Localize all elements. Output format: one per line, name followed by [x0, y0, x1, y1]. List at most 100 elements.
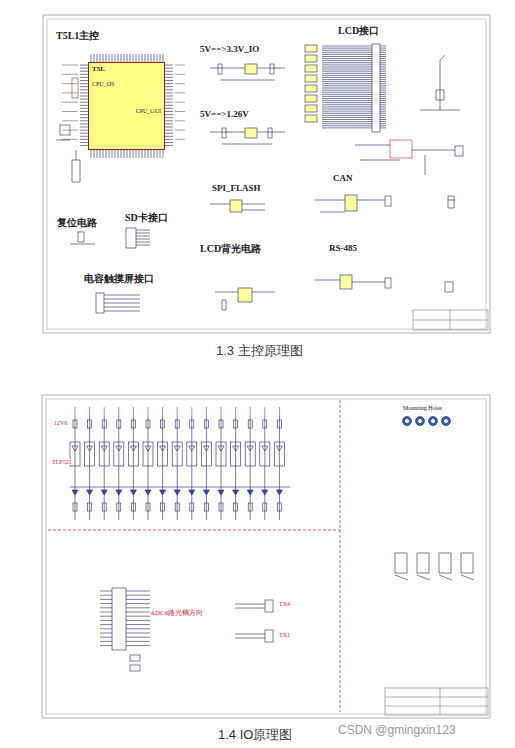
wire	[151, 150, 152, 158]
wire	[75, 407, 76, 415]
component	[73, 503, 77, 511]
section-title: 5V==>3.3V_IO	[200, 45, 259, 54]
component	[73, 420, 77, 428]
wire	[380, 71, 386, 72]
wire	[417, 575, 430, 580]
wire	[322, 96, 372, 97]
wire	[160, 54, 161, 62]
section-title: Mounting Holes	[403, 405, 442, 411]
wire	[62, 83, 78, 84]
wire	[80, 71, 88, 72]
wire	[380, 115, 386, 116]
wire	[322, 90, 372, 91]
wire	[322, 115, 372, 116]
wire	[322, 52, 372, 53]
wire	[80, 83, 88, 84]
wire	[142, 150, 143, 158]
wire	[380, 96, 386, 97]
component	[175, 420, 179, 428]
component	[161, 420, 165, 428]
component	[265, 630, 273, 642]
wire	[80, 65, 88, 66]
wire	[154, 150, 155, 158]
wire	[165, 127, 173, 128]
wire	[148, 415, 149, 520]
component	[263, 420, 267, 428]
wire	[242, 210, 265, 211]
component	[263, 503, 267, 511]
wire	[100, 599, 112, 600]
wire	[121, 54, 122, 62]
wire	[80, 136, 88, 137]
wire	[165, 77, 173, 78]
wire	[163, 150, 164, 158]
wire	[100, 641, 112, 642]
component	[238, 288, 252, 302]
wire	[380, 69, 386, 70]
section-title: 电容触摸屏接口	[84, 274, 154, 284]
title-block	[385, 688, 488, 715]
title-block-line	[385, 697, 488, 698]
wire	[104, 295, 140, 296]
component	[385, 196, 391, 206]
wire	[380, 109, 386, 110]
wire	[139, 150, 140, 158]
component	[305, 65, 317, 72]
component	[117, 420, 121, 428]
component	[340, 275, 352, 289]
section-title: SD卡接口	[125, 213, 168, 223]
wire	[165, 108, 173, 109]
wire	[124, 150, 125, 158]
wire	[104, 415, 105, 520]
wire	[412, 150, 455, 151]
wire	[440, 60, 441, 110]
section-title: ADC6路光耦方向	[150, 610, 203, 617]
component	[85, 442, 95, 466]
wire	[420, 110, 460, 111]
wire	[165, 114, 173, 115]
wire	[175, 102, 185, 103]
wire	[80, 89, 88, 90]
wire	[380, 79, 386, 80]
component	[390, 140, 412, 158]
component	[277, 503, 281, 511]
wire	[100, 612, 112, 613]
component	[204, 503, 208, 511]
wire	[221, 415, 222, 520]
component	[385, 278, 391, 288]
wire	[126, 612, 150, 613]
wire	[112, 150, 113, 158]
section-title: 5V==>1.26V	[200, 110, 249, 119]
wire	[100, 595, 112, 596]
component	[130, 655, 140, 661]
wire	[162, 415, 163, 520]
wire	[62, 102, 78, 103]
wire	[100, 633, 112, 634]
wire	[70, 244, 95, 245]
component	[130, 665, 140, 671]
wire	[165, 130, 173, 131]
wire	[145, 54, 146, 62]
wire	[264, 415, 265, 520]
component	[216, 442, 226, 466]
wire	[165, 133, 173, 134]
wire	[355, 145, 390, 146]
wire	[315, 200, 345, 201]
wire	[322, 92, 372, 93]
component	[270, 64, 274, 74]
wire	[380, 67, 386, 68]
sheet-frame	[43, 15, 490, 333]
wire	[322, 79, 372, 80]
wire	[136, 239, 150, 240]
section-title: SPI_FLASH	[212, 184, 261, 193]
wire	[124, 54, 125, 62]
wire	[235, 638, 265, 639]
wire	[222, 144, 272, 145]
component	[245, 128, 257, 138]
component	[439, 553, 451, 573]
wire	[380, 46, 386, 47]
wire	[322, 62, 372, 63]
wire	[103, 150, 104, 158]
title-block-line	[413, 320, 488, 321]
wire	[322, 46, 372, 47]
